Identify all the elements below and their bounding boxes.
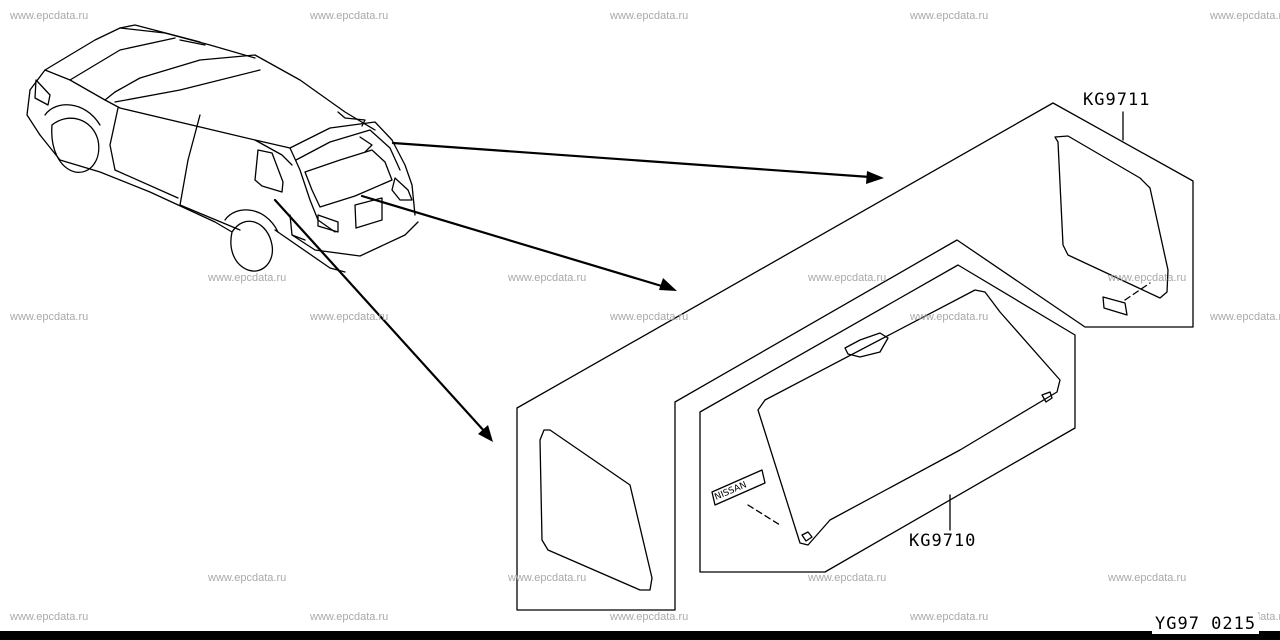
watermark: www.epcdata.ru [1108,272,1187,284]
watermark: www.epcdata.ru [508,272,587,284]
watermark: www.epcdata.ru [310,611,389,623]
watermark: www.epcdata.ru [910,611,989,623]
back-door-window [711,289,1061,546]
watermark: www.epcdata.ru [910,10,989,22]
watermark: www.epcdata.ru [610,611,689,623]
car-outline [26,24,419,273]
parts-panel [516,102,1194,611]
quarter-window-lower [539,429,653,591]
watermark: www.epcdata.ru [1210,311,1280,323]
pointer-arrows [273,141,872,434]
watermark: www.epcdata.ru [808,572,887,584]
reference-code: YG97 0215 [1152,614,1260,634]
bottom-border [0,631,1280,640]
part-label-kg9710: KG9710 [909,531,977,551]
watermark: www.epcdata.ru [508,572,587,584]
part-label-kg9711: KG9711 [1083,90,1151,110]
watermark: www.epcdata.ru [910,311,989,323]
watermark: www.epcdata.ru [10,10,89,22]
quarter-window-upper [1054,135,1169,316]
watermark: www.epcdata.ru [310,10,389,22]
watermark: www.epcdata.ru [10,311,89,323]
watermark: www.epcdata.ru [808,272,887,284]
watermark: www.epcdata.ru [610,311,689,323]
watermark: www.epcdata.ru [1210,10,1280,22]
watermark: www.epcdata.ru [208,572,287,584]
watermark: www.epcdata.ru [310,311,389,323]
watermark: www.epcdata.ru [1108,572,1187,584]
watermark: www.epcdata.ru [10,611,89,623]
arrow-heads [478,171,884,442]
watermark: www.epcdata.ru [208,272,287,284]
watermark: www.epcdata.ru [610,10,689,22]
